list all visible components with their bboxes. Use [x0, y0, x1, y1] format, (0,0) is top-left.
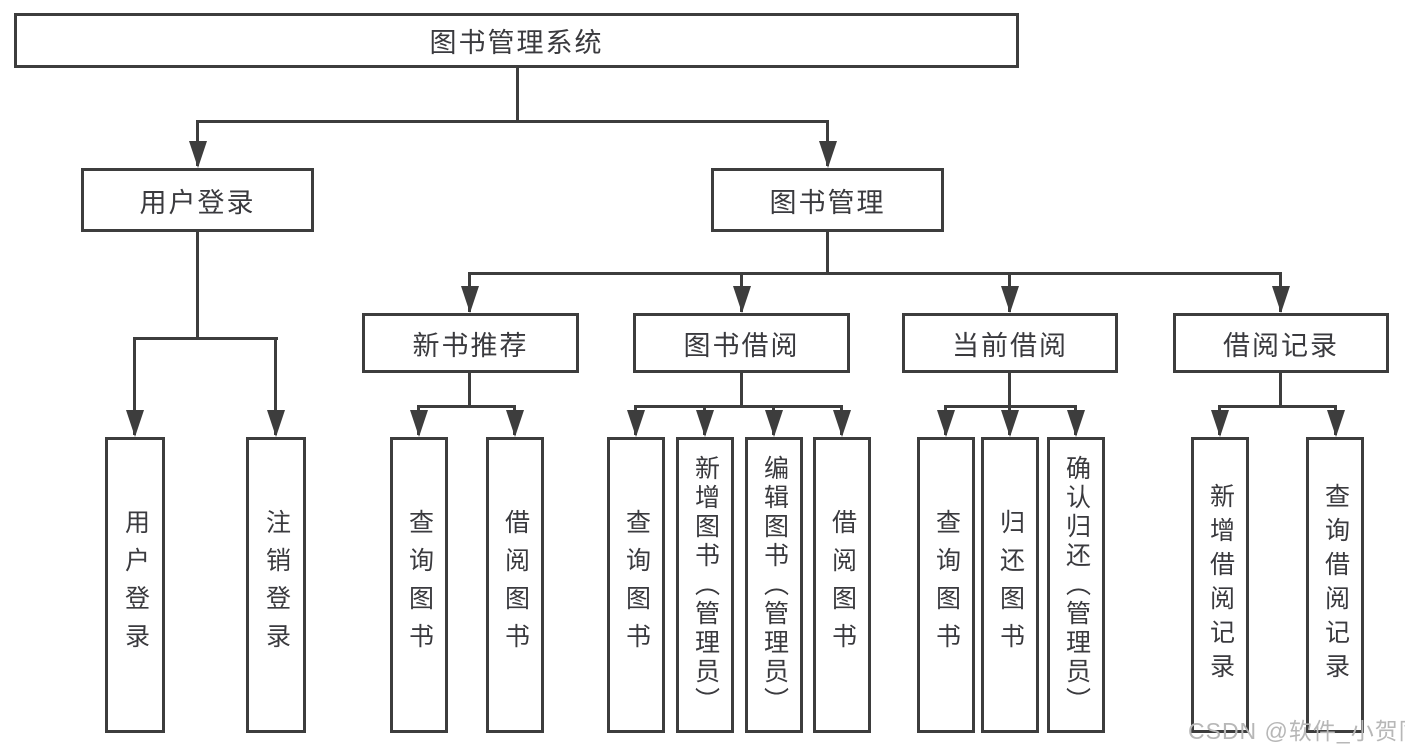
leaf-records-add-record-label: 新增借阅记录	[1206, 483, 1235, 687]
leaf-current-return-books: 归还图书	[981, 437, 1039, 733]
arrow-current	[1001, 286, 1019, 313]
leaf-current-confirm-return-admin: 确认归还（管理员）	[1047, 437, 1105, 733]
node-borrow-records: 借阅记录	[1173, 313, 1389, 373]
leaf-borrow-query-books-label: 查询图书	[622, 509, 651, 661]
node-current-borrow-label: 当前借阅	[952, 330, 1068, 361]
arrow-rec-borrow	[506, 410, 524, 437]
node-new-book-recommend-label: 新书推荐	[412, 330, 529, 361]
connector-bar-borrow-grp	[634, 405, 843, 408]
node-book-mgmt: 图书管理	[711, 168, 944, 232]
leaf-borrow-add-books-admin-label: 新增图书（管理员）	[691, 454, 720, 716]
leaf-current-query-books: 查询图书	[917, 437, 975, 733]
arrow-borrow	[733, 286, 751, 313]
leaf-borrow-add-books-admin: 新增图书（管理员）	[676, 437, 734, 733]
node-new-book-recommend: 新书推荐	[362, 313, 579, 373]
node-root-label: 图书管理系统	[429, 28, 604, 58]
arrow-bor-borrow	[833, 410, 851, 437]
connector-drop-leaf-login	[133, 337, 136, 435]
connector-bar-records-grp	[1218, 405, 1337, 408]
csdn-watermark: CSDN @软件_小贺同学	[1188, 718, 1405, 744]
arrow-rec-query	[410, 410, 428, 437]
leaf-borrow-query-books: 查询图书	[607, 437, 665, 733]
node-current-borrow: 当前借阅	[902, 313, 1118, 373]
leaf-logout: 注销登录	[246, 437, 306, 733]
arrow-leaf-logout	[267, 410, 285, 437]
arrow-recommend	[461, 286, 479, 313]
connector-stem-recommend	[468, 373, 471, 405]
connector-stem-user	[196, 232, 199, 337]
arrow-bor-edit	[765, 410, 783, 437]
leaf-borrow-borrow-books-label: 借阅图书	[828, 509, 857, 661]
leaf-records-add-record: 新增借阅记录	[1191, 437, 1249, 733]
node-book-mgmt-label: 图书管理	[769, 187, 886, 218]
arrow-cur-return	[1001, 410, 1019, 437]
connector-bar-level1	[196, 120, 829, 123]
leaf-borrow-edit-books-admin-label: 编辑图书（管理员）	[760, 454, 789, 716]
node-user-login-label: 用户登录	[139, 187, 256, 218]
connector-stem-mgmt	[826, 232, 829, 272]
arrow-recd-add	[1211, 410, 1229, 437]
arrow-leaf-login	[126, 410, 144, 437]
connector-stem-current-grp	[1008, 373, 1011, 405]
node-user-login: 用户登录	[81, 168, 314, 232]
arrow-bor-query	[627, 410, 645, 437]
arrow-book-mgmt	[819, 141, 837, 168]
leaf-records-query-record-label: 查询借阅记录	[1321, 483, 1350, 687]
connector-bar-user	[133, 337, 278, 340]
connector-bar-level2	[468, 272, 1282, 275]
leaf-recommend-borrow-books-label: 借阅图书	[501, 509, 530, 661]
leaf-current-return-books-label: 归还图书	[996, 509, 1025, 661]
leaf-user-login-label: 用户登录	[121, 509, 150, 661]
arrow-bor-add	[696, 410, 714, 437]
node-borrow-records-label: 借阅记录	[1223, 330, 1339, 361]
leaf-borrow-borrow-books: 借阅图书	[813, 437, 871, 733]
arrow-cur-query	[937, 410, 955, 437]
connector-stem-root	[516, 68, 519, 120]
leaf-user-login: 用户登录	[105, 437, 165, 733]
connector-stem-borrow-grp	[740, 373, 743, 405]
leaf-records-query-record: 查询借阅记录	[1306, 437, 1364, 733]
arrow-records	[1272, 286, 1290, 313]
connector-bar-recommend	[417, 405, 516, 408]
leaf-current-confirm-return-admin-label: 确认归还（管理员）	[1062, 454, 1091, 716]
leaf-current-query-books-label: 查询图书	[932, 509, 961, 661]
arrow-recd-query	[1327, 410, 1345, 437]
leaf-recommend-query-books-label: 查询图书	[405, 509, 434, 661]
leaf-recommend-query-books: 查询图书	[390, 437, 448, 733]
leaf-logout-label: 注销登录	[262, 509, 291, 661]
node-book-borrow-label: 图书借阅	[683, 330, 800, 361]
arrow-user-login	[189, 141, 207, 168]
connector-stem-records-grp	[1279, 373, 1282, 405]
leaf-recommend-borrow-books: 借阅图书	[486, 437, 544, 733]
arrow-cur-confirm	[1067, 410, 1085, 437]
leaf-borrow-edit-books-admin: 编辑图书（管理员）	[745, 437, 803, 733]
node-book-borrow: 图书借阅	[633, 313, 850, 373]
connector-drop-leaf-logout	[274, 337, 277, 435]
node-root: 图书管理系统	[14, 13, 1019, 68]
